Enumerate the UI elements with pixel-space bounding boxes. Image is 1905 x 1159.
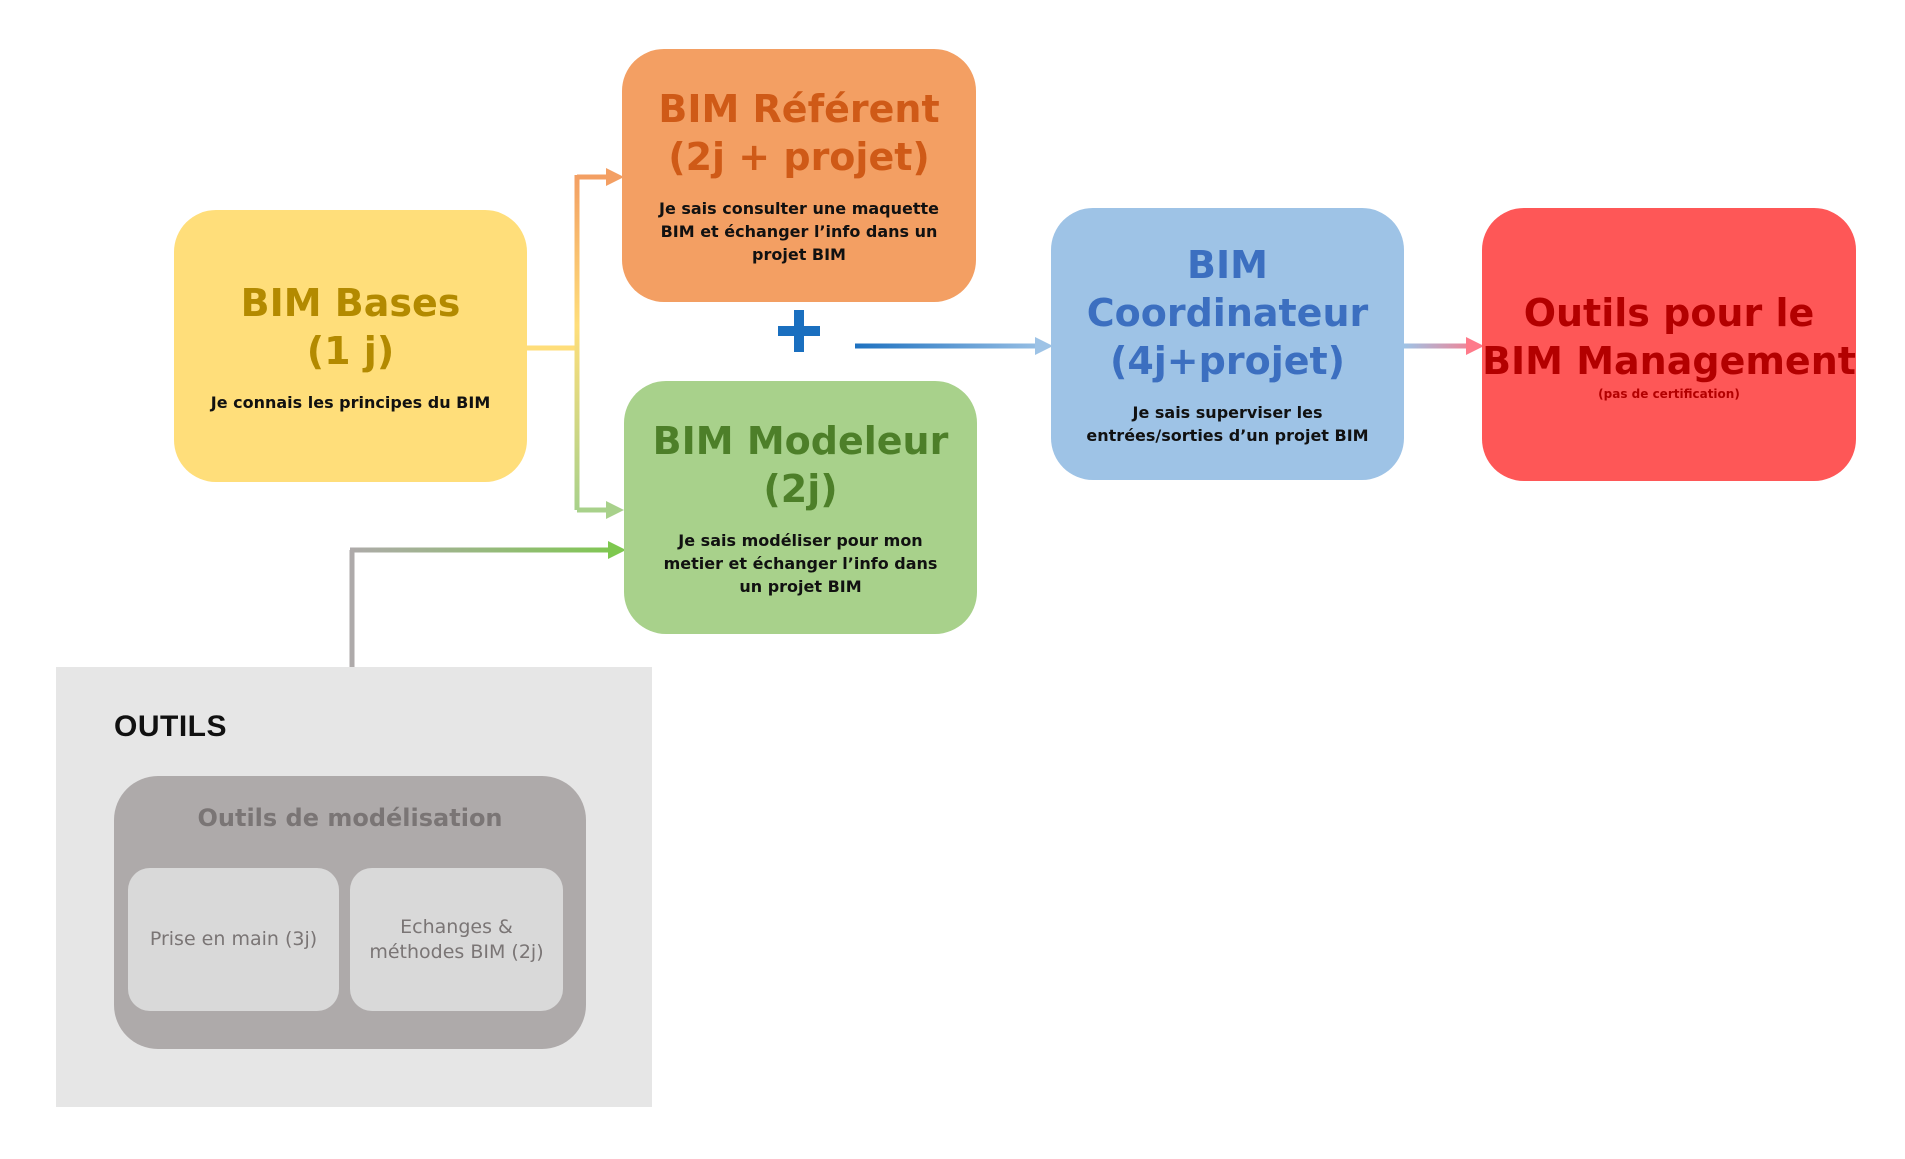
- arrowhead-modeleur: [606, 501, 624, 519]
- bim-referent-title-line1: BIM Référent: [658, 87, 940, 131]
- outils-item-prise-en-main: Prise en main (3j): [128, 868, 339, 1011]
- bim-coordinateur-duration: (4j+projet): [1109, 339, 1346, 383]
- bim-bases-title-line1: BIM Bases: [240, 280, 461, 325]
- plus-icon: [778, 310, 820, 352]
- arrowhead-tools-modeleur: [608, 541, 626, 559]
- outils-modelisation-group: Outils de modélisation Prise en main (3j…: [114, 776, 586, 1049]
- outils-item-echanges-methodes-label: Echanges & méthodes BIM (2j): [369, 915, 544, 963]
- arrowhead-coordinateur: [1035, 337, 1053, 355]
- bim-coordinateur-title-line1: BIM Coordinateur: [1086, 243, 1369, 335]
- arrowhead-management: [1466, 337, 1484, 355]
- box-bim-management: Outils pour le BIM Management (pas de ce…: [1482, 208, 1856, 481]
- arrowhead-referent: [606, 168, 624, 186]
- bim-referent-duration: (2j + projet): [668, 135, 930, 179]
- bim-modeleur-duration: (2j): [763, 467, 838, 511]
- bim-management-title: Outils pour le BIM Management: [1482, 289, 1856, 385]
- bim-bases-description: Je connais les principes du BIM: [210, 392, 491, 412]
- outils-modelisation-title: Outils de modélisation: [197, 804, 503, 832]
- box-bim-bases: BIM Bases (1 j) Je connais les principes…: [174, 210, 527, 482]
- bim-bases-title: BIM Bases (1 j): [241, 279, 461, 375]
- bim-coordinateur-title: BIM Coordinateur (4j+projet): [1051, 241, 1404, 385]
- bim-management-note: (pas de certification): [1598, 386, 1740, 401]
- box-bim-coordinateur: BIM Coordinateur (4j+projet) Je sais sup…: [1051, 208, 1404, 480]
- bim-modeleur-title-line1: BIM Modeleur: [652, 419, 949, 463]
- box-bim-referent: BIM Référent (2j + projet) Je sais consu…: [622, 49, 976, 302]
- bim-referent-title: BIM Référent (2j + projet): [658, 85, 939, 181]
- outils-item-echanges-methodes: Echanges & méthodes BIM (2j): [350, 868, 563, 1011]
- box-bim-modeleur: BIM Modeleur (2j) Je sais modéliser pour…: [624, 381, 977, 634]
- bim-coordinateur-description: Je sais superviser les entrées/sorties d…: [1086, 403, 1369, 445]
- outils-heading: OUTILS: [114, 710, 227, 743]
- outils-item-prise-en-main-label: Prise en main (3j): [149, 928, 318, 950]
- bim-management-title-line2: BIM Management: [1482, 338, 1856, 383]
- bim-modeleur-title: BIM Modeleur (2j): [653, 417, 949, 513]
- bim-referent-description: Je sais consulter une maquette BIM et éc…: [658, 199, 939, 264]
- bim-management-title-line1: Outils pour le: [1523, 290, 1815, 335]
- bim-bases-duration: (1 j): [306, 328, 395, 373]
- bim-modeleur-description: Je sais modéliser pour mon metier et éch…: [663, 531, 938, 596]
